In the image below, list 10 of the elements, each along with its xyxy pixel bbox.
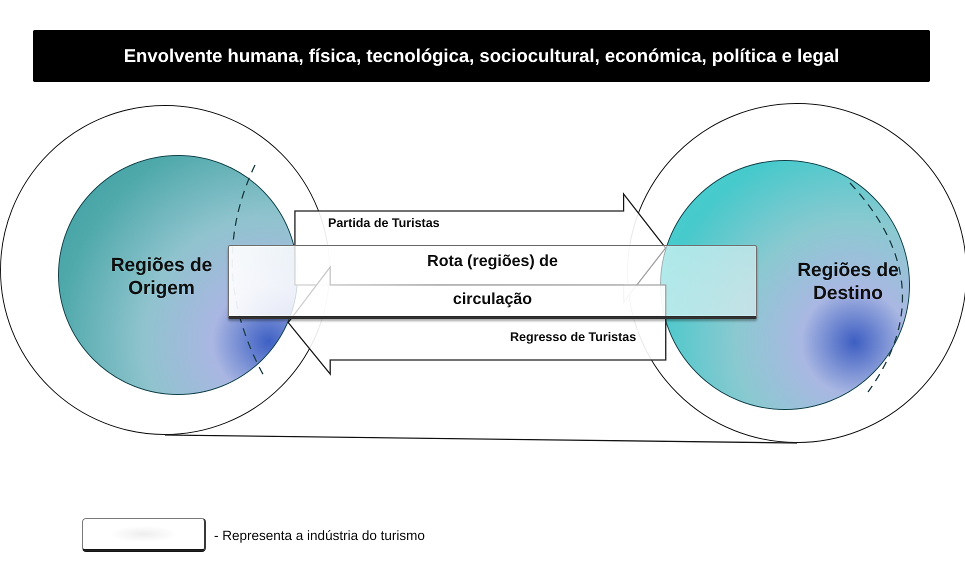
- route-bar: [228, 245, 757, 319]
- region-label: Regiões de Destino: [796, 258, 900, 304]
- route-label: Rota (regiões) de circulação: [426, 252, 559, 310]
- edge-label: Partida de Turistas: [326, 216, 442, 230]
- connector-line: [165, 434, 797, 444]
- region-label: Regiões de Origem: [110, 254, 214, 300]
- legend-text: - Representa a indústria do turismo: [214, 528, 425, 542]
- block-arrow: [287, 265, 666, 376]
- title-band: Envolvente humana, física, tecnológica, sociocultural, económica, política e legal: [33, 30, 930, 82]
- edge-label: Regresso de Turistas: [508, 330, 638, 344]
